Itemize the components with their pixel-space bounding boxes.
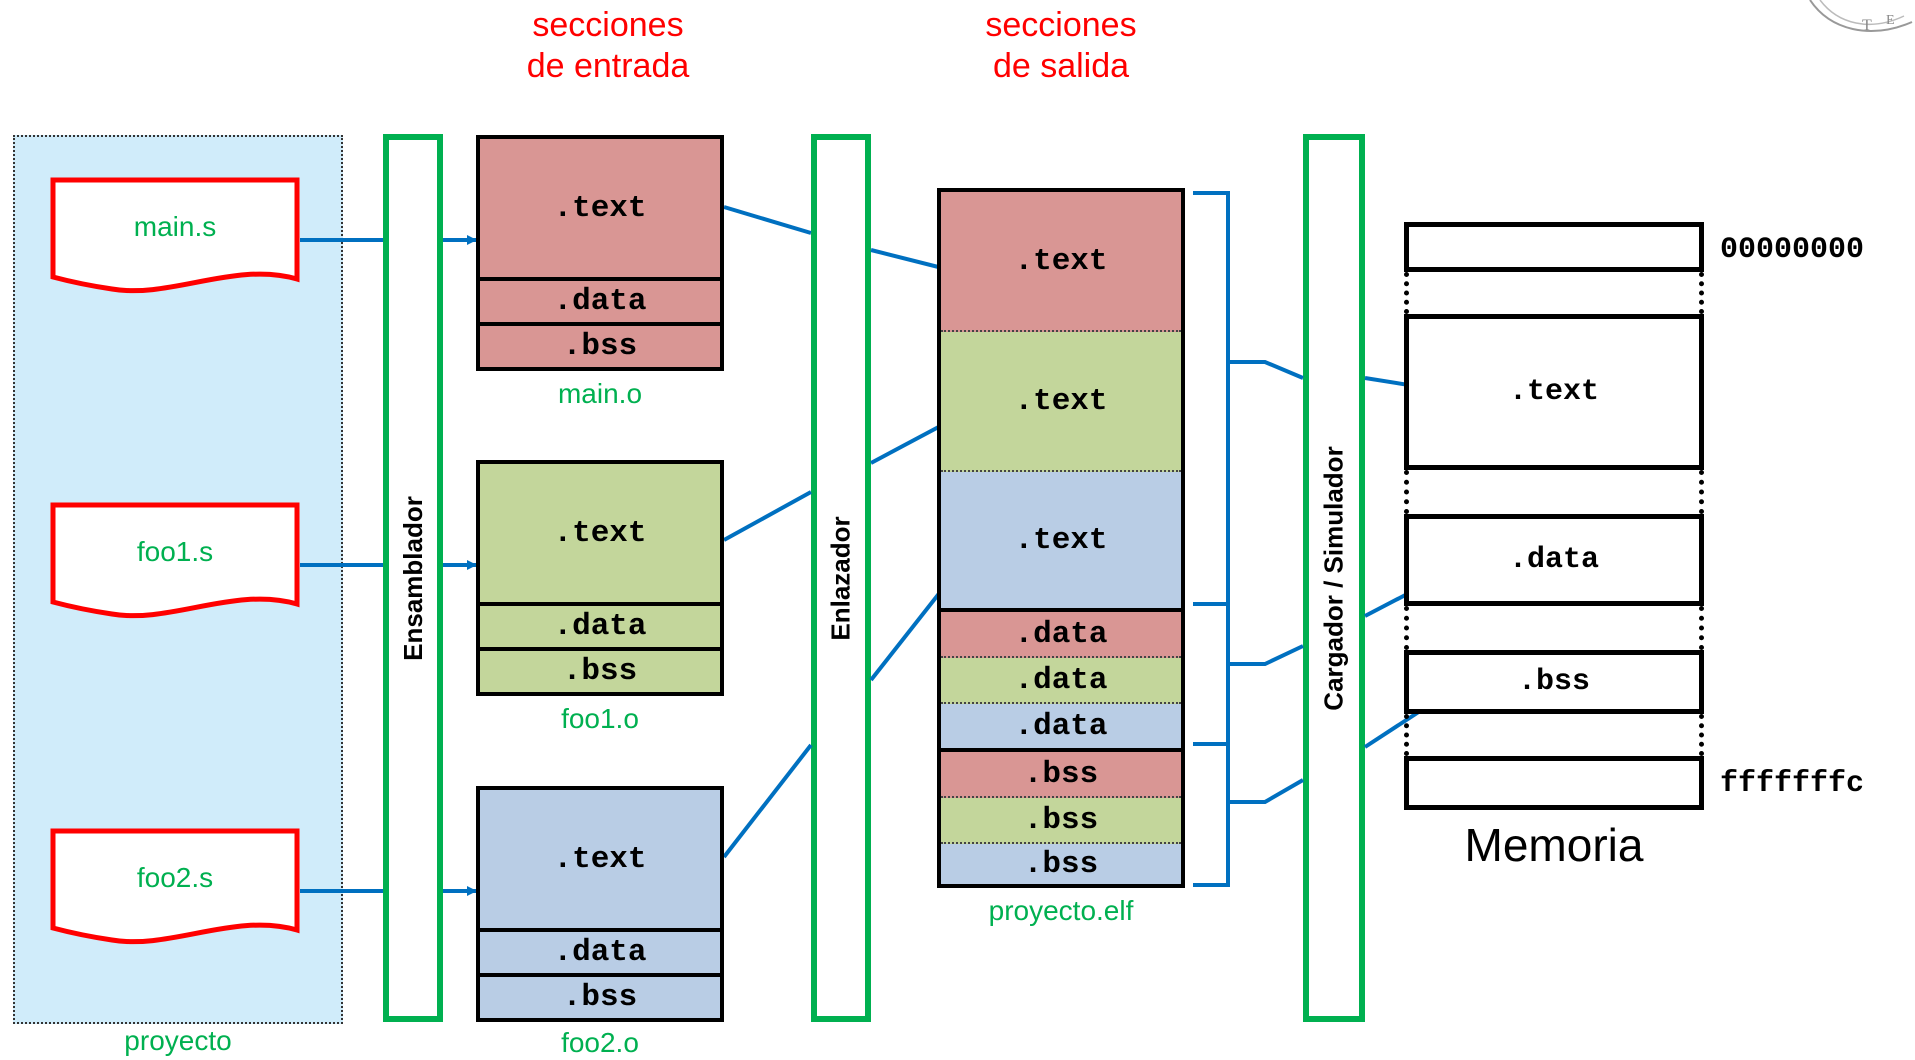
memory-text: .text: [1404, 314, 1704, 470]
project-label: proyecto: [124, 1025, 232, 1056]
source-file-foo1: foo1.s: [50, 502, 300, 622]
header-line: de salida: [992, 46, 1130, 85]
object-section-text: .text: [480, 790, 720, 928]
memory-gap: [1404, 606, 1704, 650]
foo1-text-link: [723, 490, 812, 542]
object-section-text: .text: [480, 464, 720, 602]
main-text-link: [723, 205, 812, 235]
svg-text:E: E: [1886, 13, 1895, 28]
memory-gap: [1404, 470, 1704, 514]
linker-bar: [811, 134, 871, 1022]
elf-section-text-main: .text: [941, 192, 1181, 332]
memory-block-bottom: [1404, 756, 1704, 810]
document-icon: [50, 502, 300, 619]
foo2-text-link: [722, 743, 813, 859]
object-section-bss: .bss: [480, 326, 720, 367]
elf-section-data-foo2: .data: [941, 704, 1181, 748]
memory-block-top: [1404, 222, 1704, 272]
document-icon: [50, 177, 300, 294]
assembler-bar: [383, 134, 443, 1022]
elf-section-bss-main: .bss: [941, 752, 1181, 798]
source-filename: foo1.s: [136, 536, 214, 567]
object-section-data: .data: [480, 281, 720, 322]
university-seal-partial: T E: [1809, 0, 1913, 34]
elf-section-text-foo1: .text: [941, 332, 1181, 472]
source-file-main: main.s: [50, 177, 300, 297]
object-foo1: .text .data .bss: [476, 460, 724, 696]
elf-divider: [941, 608, 1181, 612]
output-sections-header: secciones de salida: [941, 5, 1181, 87]
address-bottom: fffffffc: [1720, 767, 1865, 801]
elf-divider: [941, 748, 1181, 752]
bss-bracket: [1193, 742, 1230, 887]
object-section-text: .text: [480, 139, 720, 277]
elf-section-data-foo1: .data: [941, 658, 1181, 704]
elf-section-text-foo2: .text: [941, 472, 1181, 608]
source-filename: main.s: [133, 211, 217, 242]
object-name-foo1: foo1.o: [561, 703, 639, 734]
elf-name: proyecto.elf: [988, 895, 1134, 926]
bss-bracket-connector: [1228, 778, 1305, 804]
memory-gap: [1404, 272, 1704, 314]
header-line: secciones: [532, 6, 684, 44]
header-line: secciones: [985, 6, 1137, 44]
text-bracket: [1193, 191, 1230, 606]
elf-section-bss-foo2: .bss: [941, 844, 1181, 884]
memory-gap: [1404, 714, 1704, 756]
object-foo2: .text .data .bss: [476, 786, 724, 1022]
data-bracket-connector: [1228, 644, 1304, 666]
elf-section-data-main: .data: [941, 612, 1181, 658]
text-bracket-connector: [1228, 360, 1304, 380]
memory-data: .data: [1404, 514, 1704, 606]
svg-text:T: T: [1862, 17, 1872, 34]
input-sections-header: secciones de entrada: [488, 5, 728, 87]
object-section-bss: .bss: [480, 977, 720, 1018]
object-section-data: .data: [480, 606, 720, 647]
document-icon: [50, 828, 300, 945]
loader-bar: [1303, 134, 1365, 1022]
elf-section-bss-foo1: .bss: [941, 798, 1181, 844]
object-section-bss: .bss: [480, 651, 720, 692]
memory-bss: .bss: [1404, 650, 1704, 714]
object-main: .text .data .bss: [476, 135, 724, 371]
object-name-foo2: foo2.o: [561, 1027, 639, 1058]
object-name-main: main.o: [557, 378, 643, 409]
source-filename: foo2.s: [136, 862, 214, 893]
address-top: 00000000: [1720, 233, 1865, 267]
header-line: de entrada: [526, 46, 690, 85]
memory-label: Memoria: [1464, 819, 1644, 871]
data-bracket: [1193, 602, 1230, 746]
object-section-data: .data: [480, 932, 720, 973]
source-file-foo2: foo2.s: [50, 828, 300, 948]
elf-file: .text .text .text .data .data .data .bss…: [937, 188, 1185, 888]
